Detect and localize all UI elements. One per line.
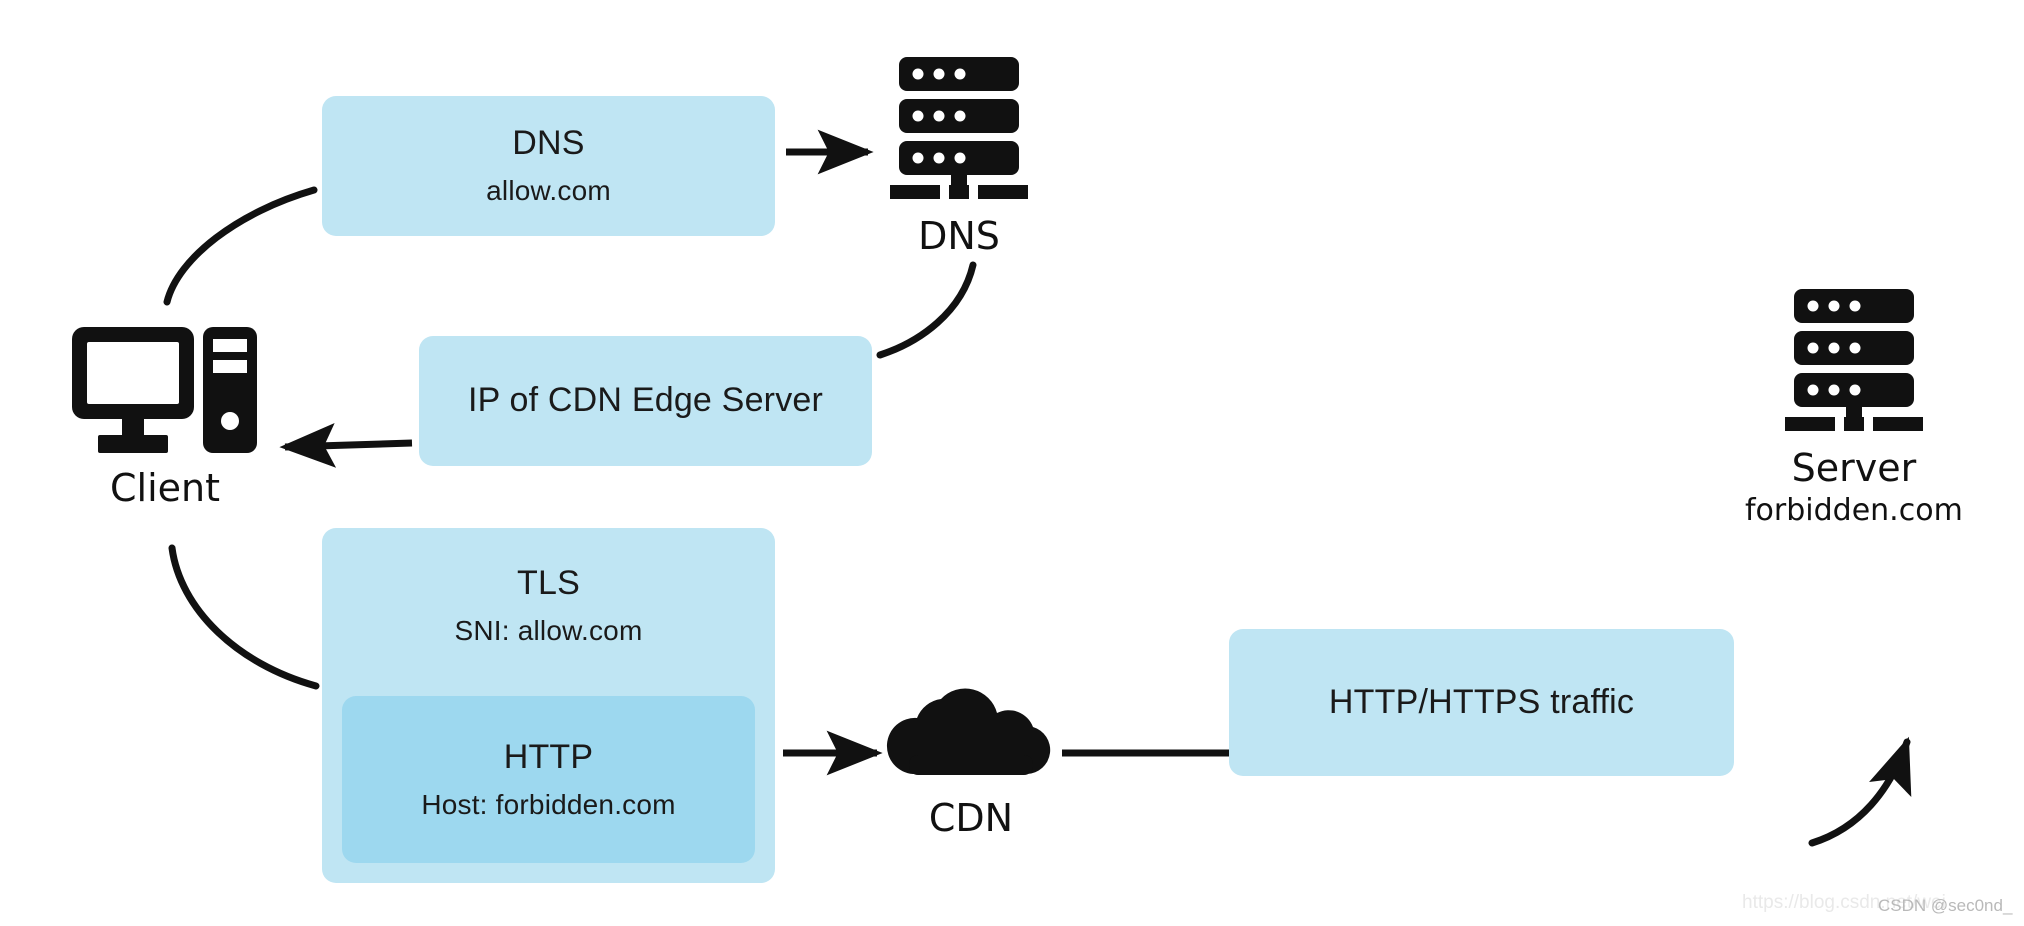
- http-https-traffic-box-title: HTTP/HTTPS traffic: [1328, 682, 1635, 721]
- http-box-title: HTTP: [503, 737, 594, 776]
- edge-client-to-tls-box: [168, 544, 320, 690]
- edge-client-to-dns-query: [163, 186, 318, 306]
- desktop-computer-icon: [70, 325, 260, 460]
- cloud-icon: [885, 685, 1057, 790]
- dns-query-box[interactable]: DNS allow.com: [322, 96, 775, 236]
- edge-traffic-box-to-server: [1808, 736, 1912, 847]
- ip-of-cdn-edge-server-box-title: IP of CDN Edge Server: [467, 381, 824, 420]
- edge-dns-server-to-ip-box: [876, 261, 977, 359]
- watermark-url: https://blog.csdn.net/wei: [1742, 892, 1946, 913]
- server-rack-icon: [890, 55, 1028, 208]
- node-server-label: Server: [1791, 446, 1917, 490]
- node-cdn-label: CDN: [928, 796, 1014, 840]
- node-client[interactable]: Client: [70, 325, 260, 510]
- http-https-traffic-box[interactable]: HTTP/HTTPS traffic: [1229, 629, 1734, 776]
- node-server[interactable]: Server forbidden.com: [1745, 287, 1963, 527]
- node-client-label: Client: [109, 466, 220, 510]
- node-dns-server[interactable]: DNS: [890, 55, 1028, 258]
- ip-of-cdn-edge-server-box[interactable]: IP of CDN Edge Server: [419, 336, 872, 466]
- http-box[interactable]: HTTP Host: forbidden.com: [342, 696, 755, 863]
- watermark-author-tag: CSDN @sec0nd_: [1878, 896, 2013, 915]
- dns-query-box-subtitle: allow.com: [486, 175, 611, 207]
- tls-box-title: TLS: [517, 564, 580, 602]
- node-dns-server-label: DNS: [918, 214, 1000, 258]
- http-box-subtitle: Host: forbidden.com: [421, 788, 676, 820]
- edge-ip-box-to-client: [279, 423, 413, 468]
- server-rack-icon: [1784, 287, 1923, 440]
- node-server-sublabel: forbidden.com: [1745, 492, 1963, 528]
- node-cdn[interactable]: CDN: [885, 685, 1057, 840]
- dns-query-box-title: DNS: [512, 124, 585, 163]
- tls-box[interactable]: TLS SNI: allow.com HTTP Host: forbidden.…: [322, 528, 775, 883]
- tls-box-subtitle: SNI: allow.com: [454, 615, 643, 647]
